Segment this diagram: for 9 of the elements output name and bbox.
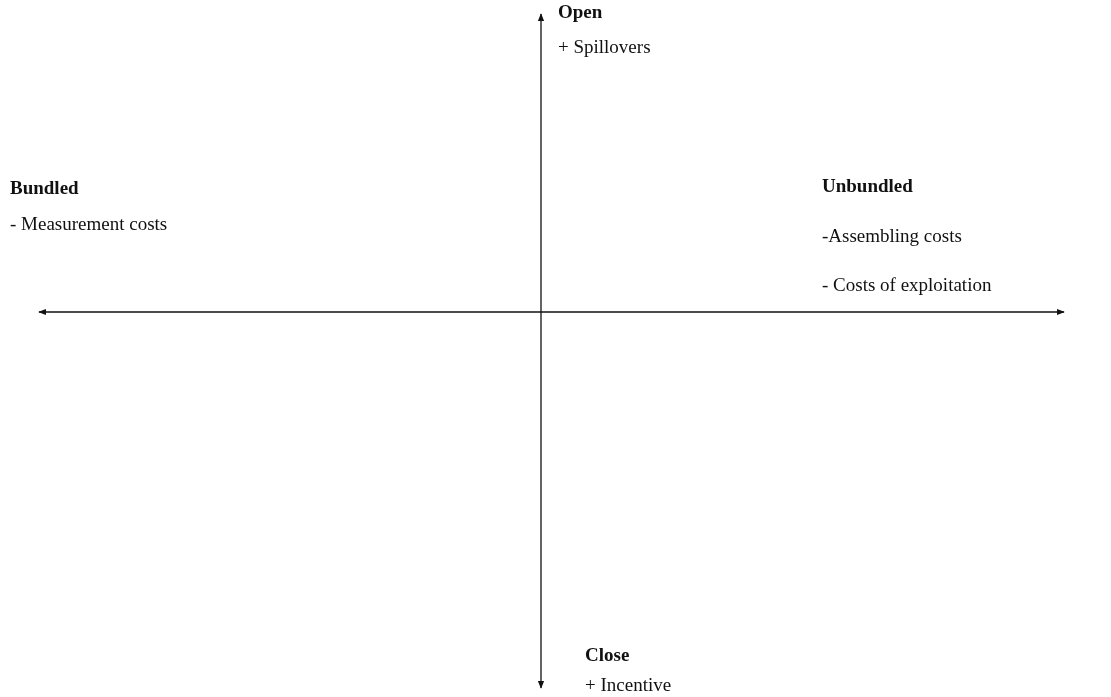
axis-end-note: + Incentive (585, 674, 672, 696)
axis-end-note: - Costs of exploitation (822, 274, 992, 296)
axis-end-heading: Open (558, 1, 603, 23)
axis-end-heading: Bundled (10, 177, 79, 199)
axis-end-heading: Unbundled (822, 175, 913, 197)
axis-end-heading: Close (585, 644, 630, 666)
axis-end-note: + Spillovers (558, 36, 651, 58)
axis-end-note: - Measurement costs (10, 213, 168, 235)
axis-end-note: -Assembling costs (822, 225, 962, 247)
